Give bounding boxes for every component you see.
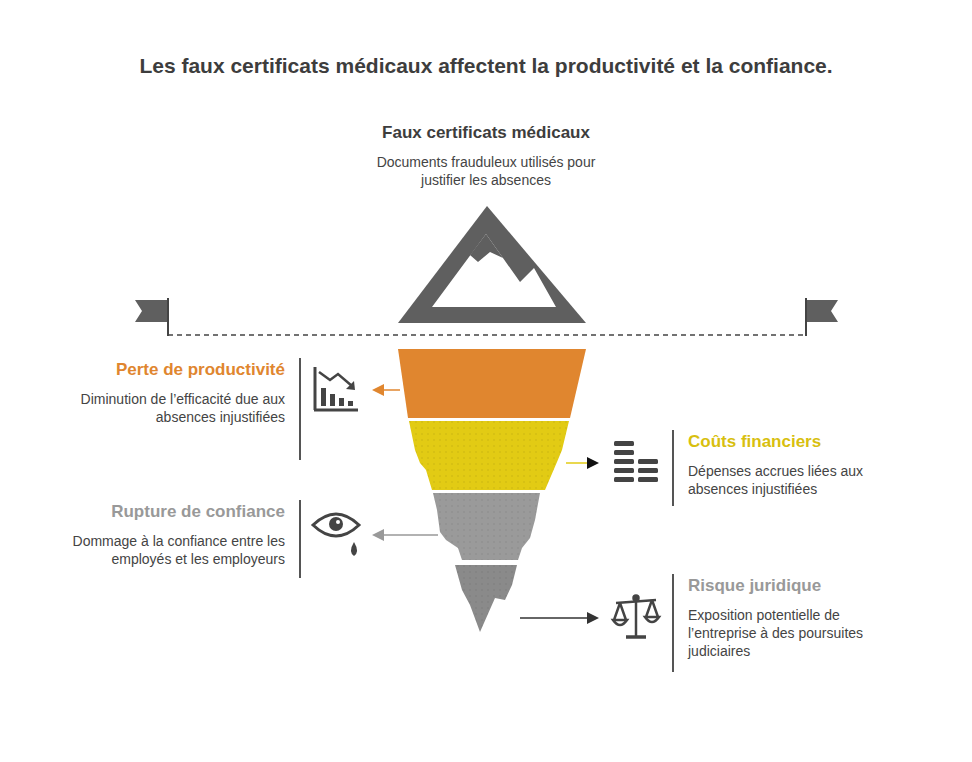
node-description: Documents frauduleux utilisés pour justi… [346, 153, 626, 189]
node-description: Diminution de l’efficacité due aux absen… [40, 390, 285, 426]
chart-down-icon [314, 367, 358, 410]
band-label: Rupture de confianceDommage à la confian… [40, 500, 301, 578]
waterline [135, 298, 838, 336]
band-label: Perte de productivitéDiminution de l’eff… [40, 358, 301, 460]
title: Les faux certificats médicaux affectent … [0, 54, 972, 78]
node-heading: Faux certificats médicaux [346, 121, 626, 145]
iceberg-tip-label: Faux certificats médicauxDocuments fraud… [346, 121, 626, 195]
node-description: Dommage à la confiance entre les employé… [40, 532, 285, 568]
band-label: Risque juridiqueExposition potentielle d… [672, 574, 902, 672]
node-description: Exposition potentielle de l’entreprise à… [688, 606, 902, 660]
node-heading: Risque juridique [688, 574, 902, 598]
node-description: Dépenses accrues liées aux absences inju… [688, 462, 902, 498]
node-heading: Perte de productivité [40, 358, 285, 382]
iceberg-tip [398, 206, 586, 323]
iceberg-bands [398, 349, 586, 632]
band-label: Coûts financiersDépenses accrues liées a… [672, 430, 902, 506]
node-heading: Coûts financiers [688, 430, 902, 454]
leader-arrows [378, 390, 593, 618]
coin-stack-icon [614, 441, 658, 482]
scales-icon [613, 596, 659, 638]
eye-tear-icon [313, 514, 359, 556]
node-heading: Rupture de confiance [40, 500, 285, 524]
